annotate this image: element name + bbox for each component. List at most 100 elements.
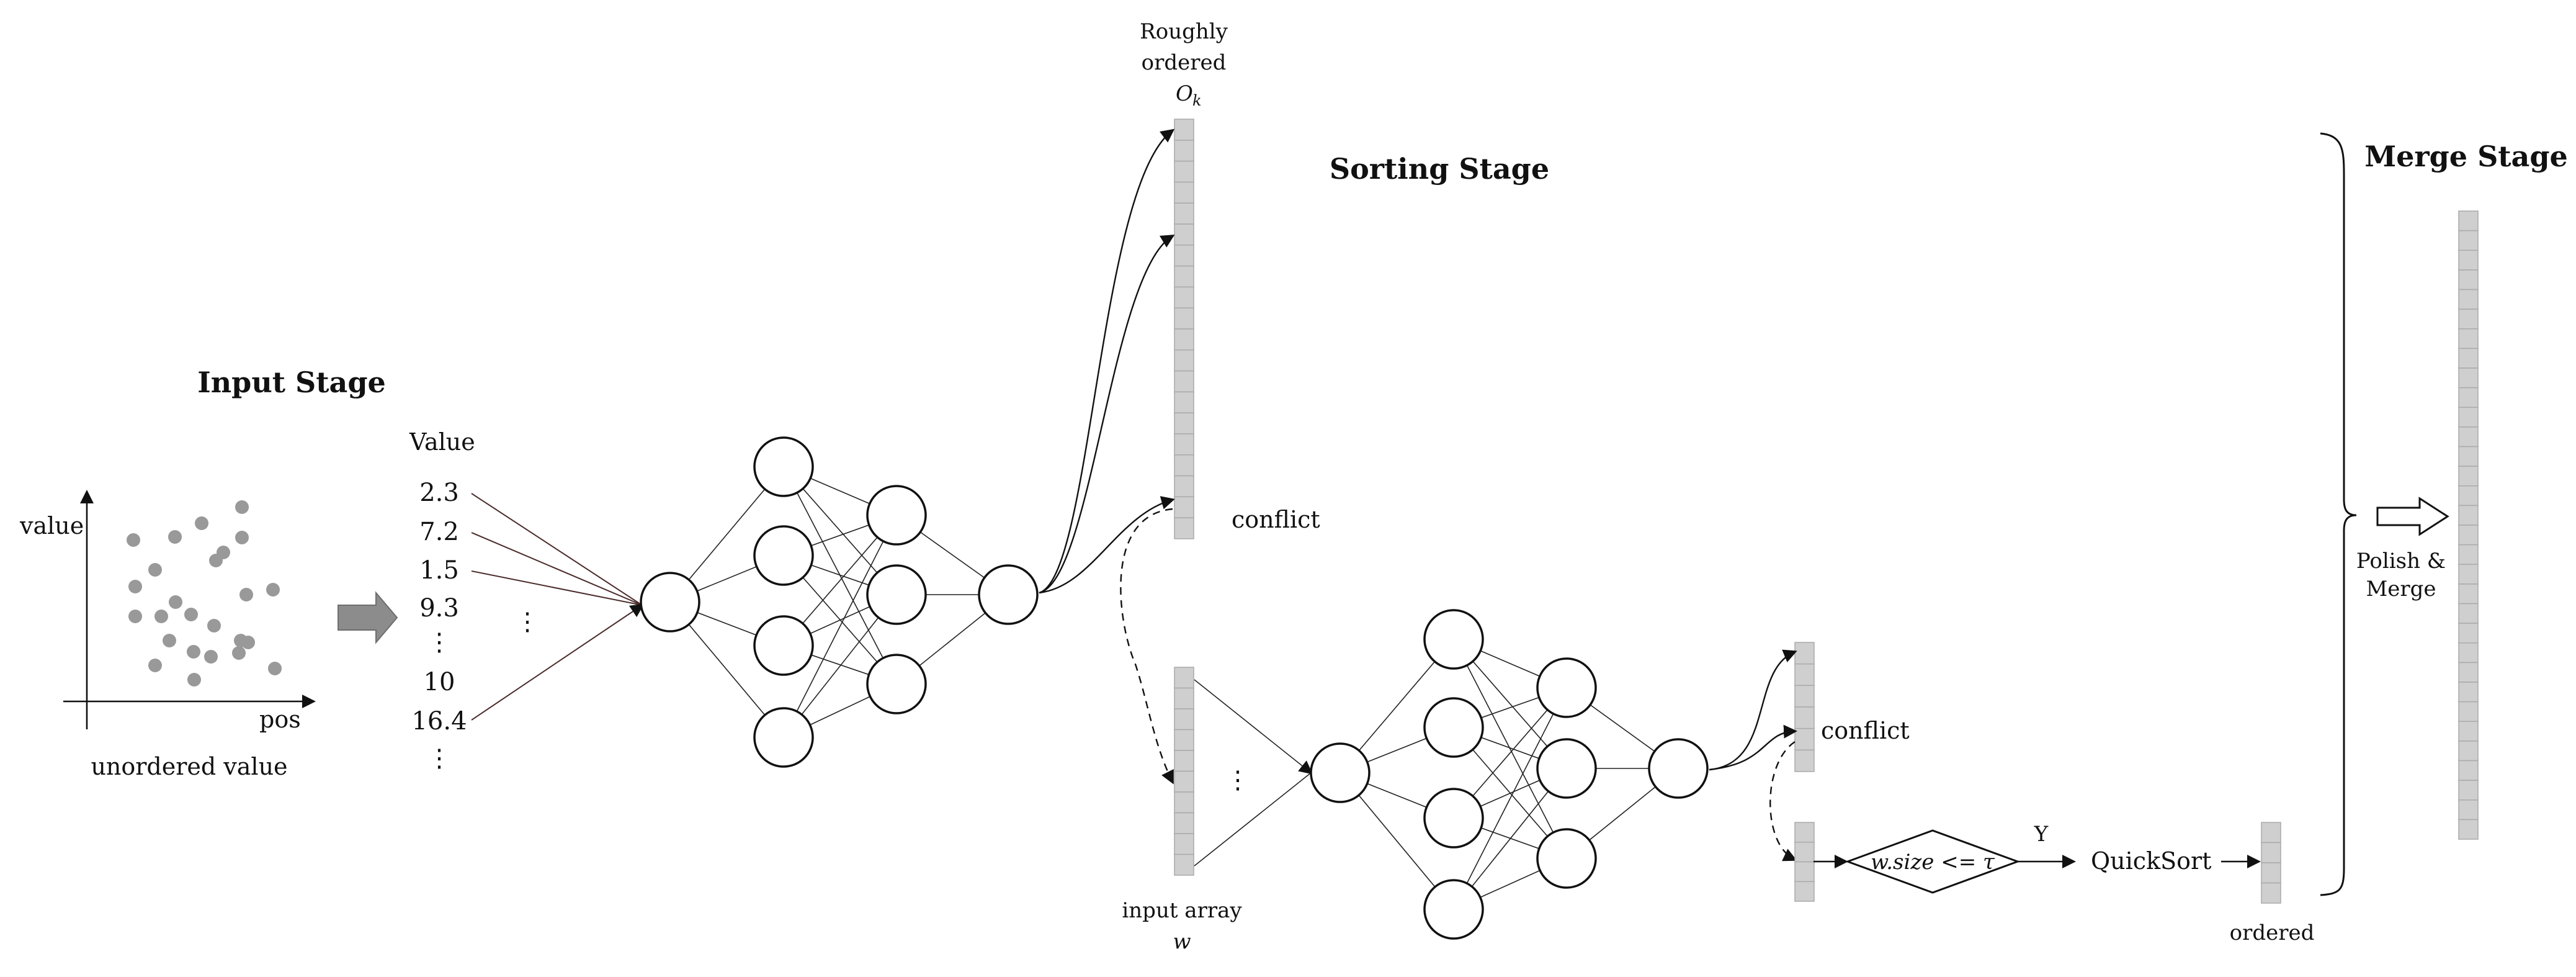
curve-to-array	[1039, 128, 1175, 594]
scatter-dot	[169, 595, 182, 609]
array-cell	[2458, 348, 2479, 369]
roughly-ordered-array	[1174, 119, 1194, 539]
neural-network-top	[640, 436, 1039, 768]
array-cell	[2458, 682, 2479, 703]
neuron-node	[1648, 738, 1709, 799]
neuron-node	[978, 564, 1039, 625]
scatter-dot	[168, 530, 182, 544]
array-cell	[2458, 583, 2479, 605]
merged-array	[2458, 210, 2479, 840]
merge-arrow-icon	[2376, 497, 2449, 536]
array-cell	[1794, 842, 1815, 863]
array-cell	[2458, 426, 2479, 448]
array-cell	[2458, 387, 2479, 408]
array-cell	[1794, 727, 1815, 751]
array-cell	[1794, 706, 1815, 729]
value-item: 10	[424, 668, 455, 696]
decision-condition: w.size <= τ	[1871, 850, 1995, 875]
bottom-input-edge	[1194, 679, 1313, 775]
neuron-node	[866, 485, 927, 546]
array-cell	[1174, 391, 1194, 413]
array-cell	[2458, 603, 2479, 624]
input-edge	[471, 532, 643, 606]
network-edge	[1453, 687, 1567, 910]
value-list-ellipsis: ⋮	[515, 608, 540, 636]
array-cell	[1794, 749, 1815, 772]
value-item: 16.4	[411, 707, 467, 736]
top-array-label-line2: ordered	[1142, 50, 1227, 75]
neuron-node	[753, 615, 814, 676]
array-cell	[1794, 685, 1815, 708]
array-cell	[1174, 750, 1194, 772]
value-item: ⋮	[427, 628, 452, 657]
input-edge	[471, 603, 645, 721]
array-cell	[1174, 833, 1194, 855]
scatter-dot	[148, 659, 162, 672]
scatter-dot	[128, 610, 142, 623]
array-cell	[1174, 307, 1194, 330]
scatter-y-label: value	[19, 512, 84, 539]
array-cell	[1174, 223, 1194, 246]
input-edges	[471, 493, 645, 721]
array-cell	[1174, 245, 1194, 267]
value-item: ⋮	[427, 744, 452, 773]
bottom-array-ellipsis: ⋮	[1225, 766, 1250, 795]
input-edge	[471, 493, 643, 606]
array-cell	[1174, 328, 1194, 351]
ordered-label: ordered	[2230, 921, 2315, 945]
curve-to-array	[1039, 496, 1175, 594]
array-cell	[1174, 160, 1194, 183]
array-cell	[2458, 623, 2479, 644]
scatter-dot	[187, 673, 201, 687]
array-cell	[2458, 760, 2479, 781]
scatter-dot	[209, 554, 223, 567]
scatter-dot	[127, 533, 140, 547]
array-cell	[2458, 210, 2479, 232]
input-stage-title: Input Stage	[197, 366, 386, 399]
curve-to-out	[1709, 649, 1797, 771]
neuron-node	[1423, 788, 1484, 849]
value-item: 2.3	[419, 479, 459, 507]
bottom-array-label-symbol: w	[1173, 929, 1191, 954]
value-item: 9.3	[419, 594, 459, 623]
curve-to-array	[1039, 234, 1175, 594]
neuron-node	[1536, 828, 1597, 889]
input-array-w	[1174, 667, 1194, 876]
array-cell	[2458, 407, 2479, 428]
bottom-array-label-line1: input array	[1122, 898, 1242, 923]
array-cell	[2458, 799, 2479, 821]
merge-label-line2: Merge	[2366, 577, 2436, 601]
array-cell	[1794, 663, 1815, 687]
neuron-node	[866, 654, 927, 714]
scatter-dot	[239, 588, 253, 601]
neuron-node	[1310, 742, 1371, 803]
array-cell	[1174, 119, 1194, 141]
scatter-dot	[235, 531, 249, 544]
array-cell	[2458, 485, 2479, 507]
array-cell	[2458, 269, 2479, 290]
array-cell	[1174, 181, 1194, 204]
array-cell	[1794, 822, 1815, 843]
array-cell	[1794, 642, 1815, 665]
input-edge	[471, 570, 643, 606]
neuron-node	[753, 525, 814, 586]
array-cell	[1174, 770, 1194, 793]
array-cell	[2458, 642, 2479, 664]
conflict-dashed-curve	[1120, 508, 1174, 785]
bottom-input-edges	[1194, 679, 1313, 867]
array-cell	[2458, 250, 2479, 271]
array-cell	[2458, 446, 2479, 467]
scatter-caption: unordered value	[91, 753, 287, 780]
decision-diamond: w.size <= τ	[1845, 829, 2021, 894]
scatter-dot	[195, 516, 208, 530]
array-cell	[2458, 367, 2479, 389]
array-cell	[2458, 564, 2479, 585]
top-array-label-line1: Roughly	[1140, 19, 1228, 44]
array-cell	[1174, 454, 1194, 477]
neuron-node	[866, 564, 927, 625]
array-cell	[2458, 308, 2479, 330]
conflict-window-array	[1794, 822, 1815, 902]
value-item: 7.2	[419, 518, 459, 546]
